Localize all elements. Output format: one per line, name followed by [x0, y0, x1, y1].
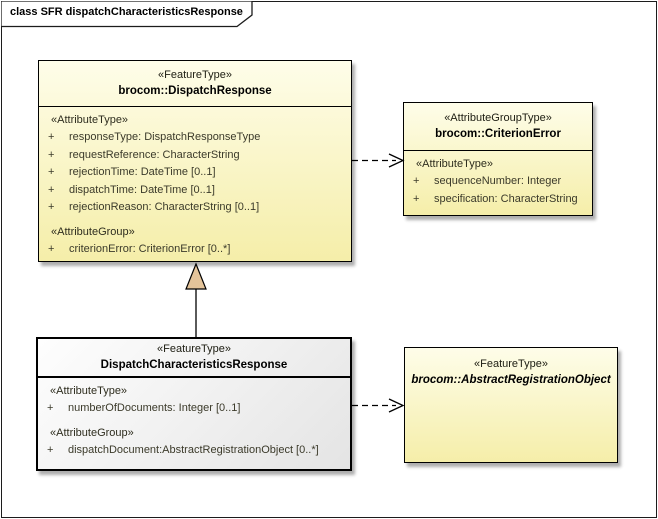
attribute-row[interactable]: + dispatchTime: DateTime [0..1] [39, 182, 351, 200]
visibility-marker: + [48, 131, 55, 143]
attribute-row[interactable]: + rejectionReason: CharacterString [0..1] [39, 199, 351, 217]
attribute-section: «AttributeType» + sequenceNumber: Integer… [404, 156, 592, 208]
generalization-arrow[interactable] [179, 262, 215, 339]
class-box-criterion-error[interactable]: «AttributeGroupType» brocom::CriterionEr… [403, 102, 593, 216]
attribute-row[interactable]: + responseType: DispatchResponseType [39, 129, 351, 147]
class-name: DispatchCharacteristicsResponse [100, 358, 288, 371]
section-header: «AttributeGroup» [50, 426, 134, 439]
stereotype-label: «FeatureType» [157, 342, 231, 355]
class-header: «AttributeGroupType» brocom::CriterionEr… [404, 103, 592, 151]
diagram-title: class SFR dispatchCharacteristicsRespons… [10, 6, 243, 18]
attribute-row[interactable]: + rejectionTime: DateTime [0..1] [39, 164, 351, 182]
attribute-row[interactable]: + requestReference: CharacterString [39, 147, 351, 165]
attributes-compartment: «AttributeType» + sequenceNumber: Integer… [404, 151, 592, 208]
class-box-abstract-registration-object[interactable]: «FeatureType» brocom::AbstractRegistrati… [404, 347, 618, 463]
visibility-marker: + [48, 183, 55, 196]
attribute-row[interactable]: + specification: CharacterString [404, 191, 592, 209]
attribute-row[interactable]: + sequenceNumber: Integer [404, 173, 592, 191]
visibility-marker: + [48, 148, 55, 161]
dependency-arrow-abstract-registration-object[interactable] [352, 397, 406, 414]
class-box-dispatch-characteristics-response[interactable]: «FeatureType» DispatchCharacteristicsRes… [36, 337, 352, 471]
attribute-text: dispatchTime: DateTime [0..1] [69, 183, 215, 196]
class-header: «FeatureType» DispatchCharacteristicsRes… [38, 339, 350, 378]
class-header: «FeatureType» brocom::AbstractRegistrati… [405, 348, 617, 389]
visibility-marker: + [48, 166, 55, 178]
stereotype-label: «FeatureType» [474, 358, 548, 370]
section-header: «AttributeType» [51, 114, 129, 126]
attribute-row[interactable]: + numberOfDocuments: Integer [0..1] [38, 400, 350, 418]
attribute-row[interactable]: + criterionError: CriterionError [0..*] [39, 241, 351, 259]
attribute-text: responseType: DispatchResponseType [69, 131, 261, 143]
attribute-group-section: «AttributeGroup» + criterionError: Criter… [39, 224, 351, 259]
section-header: «AttributeGroup» [51, 225, 135, 238]
attribute-text: requestReference: CharacterString [69, 148, 240, 161]
attribute-text: sequenceNumber: Integer [434, 175, 562, 187]
frame-tab-shape [1, 1, 253, 28]
class-box-dispatch-response[interactable]: «FeatureType» brocom::DispatchResponse «… [38, 60, 352, 262]
visibility-marker: + [413, 192, 420, 205]
dependency-arrow-criterion-error[interactable] [352, 152, 406, 169]
attribute-group-section: «AttributeGroup» + dispatchDocument:Abstr… [38, 425, 350, 460]
attribute-section: «AttributeType» + responseType: DispatchR… [39, 112, 351, 217]
attribute-text: specification: CharacterString [434, 192, 578, 205]
attribute-text: rejectionTime: DateTime [0..1] [69, 166, 216, 178]
visibility-marker: + [48, 242, 55, 255]
visibility-marker: + [48, 201, 55, 213]
visibility-marker: + [47, 402, 54, 414]
stereotype-label: «FeatureType» [158, 68, 232, 81]
class-name: brocom::CriterionError [435, 127, 561, 140]
attribute-text: dispatchDocument:AbstractRegistrationObj… [68, 443, 319, 456]
visibility-marker: + [47, 443, 54, 456]
attributes-compartment: «AttributeType» + numberOfDocuments: Inte… [38, 378, 350, 459]
attribute-text: rejectionReason: CharacterString [0..1] [69, 201, 260, 213]
class-name: brocom::DispatchResponse [118, 84, 272, 97]
attribute-row[interactable]: + dispatchDocument:AbstractRegistrationOb… [38, 442, 350, 460]
class-name: brocom::AbstractRegistrationObject [411, 374, 611, 386]
attributes-compartment: «AttributeType» + responseType: DispatchR… [39, 107, 351, 258]
section-header: «AttributeType» [416, 158, 494, 170]
attribute-section: «AttributeType» + numberOfDocuments: Inte… [38, 383, 350, 418]
attribute-text: criterionError: CriterionError [0..*] [69, 242, 231, 255]
visibility-marker: + [413, 175, 420, 187]
attribute-text: numberOfDocuments: Integer [0..1] [68, 402, 241, 414]
stereotype-label: «AttributeGroupType» [444, 111, 552, 124]
section-header: «AttributeType» [50, 385, 128, 397]
class-header: «FeatureType» brocom::DispatchResponse [39, 61, 351, 107]
